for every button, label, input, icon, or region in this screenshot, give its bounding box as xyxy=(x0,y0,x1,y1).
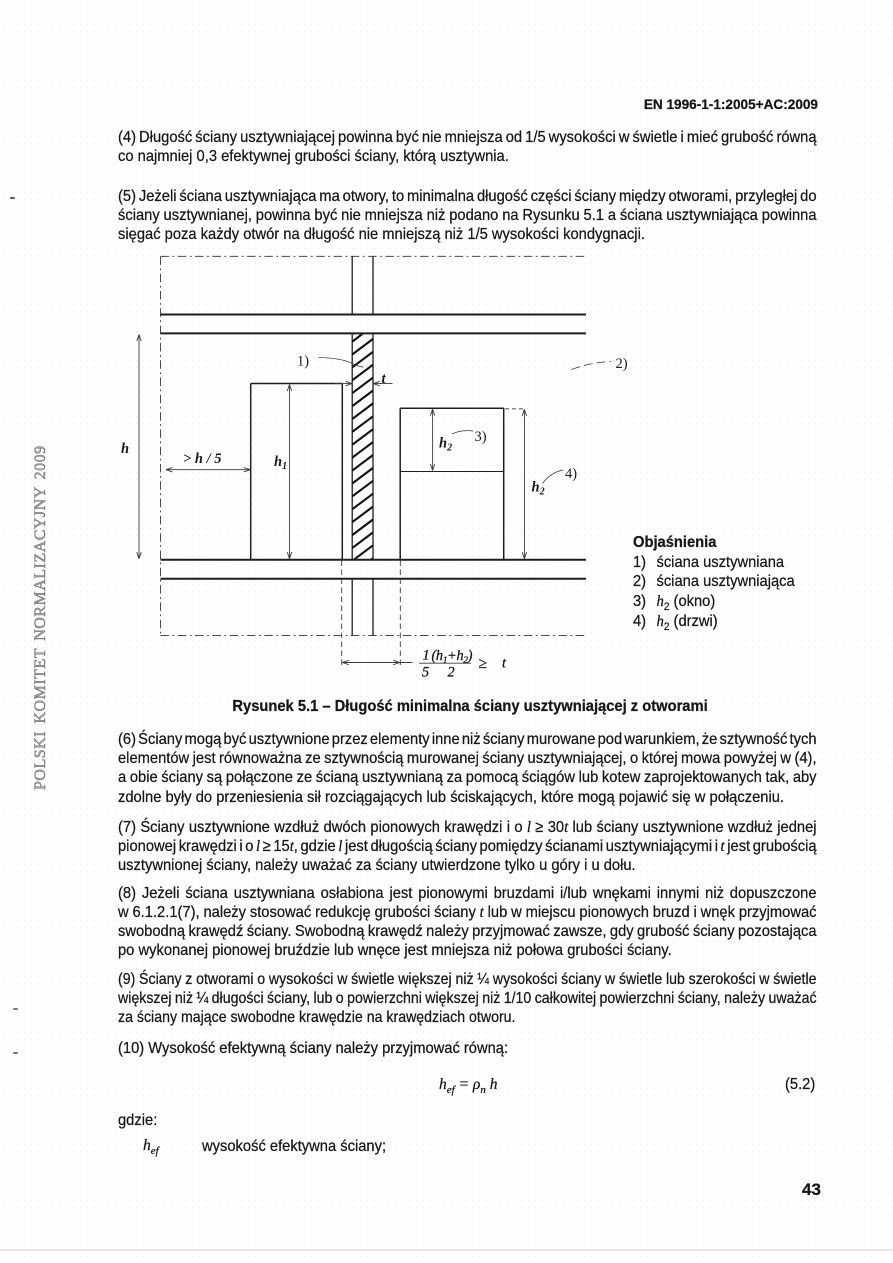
svg-text:5: 5 xyxy=(422,665,429,681)
svg-text:t: t xyxy=(502,656,507,672)
svg-text:t: t xyxy=(382,371,387,387)
svg-text:1): 1) xyxy=(297,354,309,370)
svg-text:> h / 5: > h / 5 xyxy=(183,451,221,467)
svg-text:3): 3) xyxy=(475,429,487,445)
svg-text:h1: h1 xyxy=(274,454,287,472)
svg-text:2): 2) xyxy=(616,356,628,372)
svg-text:(h1+h2): (h1+h2) xyxy=(432,648,473,666)
svg-text:1: 1 xyxy=(423,648,430,664)
svg-text:≥: ≥ xyxy=(479,655,488,672)
svg-text:2: 2 xyxy=(448,665,455,681)
svg-text:h2: h2 xyxy=(439,436,452,454)
svg-text:4): 4) xyxy=(565,466,577,482)
svg-text:h2: h2 xyxy=(532,480,545,498)
svg-text:h: h xyxy=(121,441,129,457)
